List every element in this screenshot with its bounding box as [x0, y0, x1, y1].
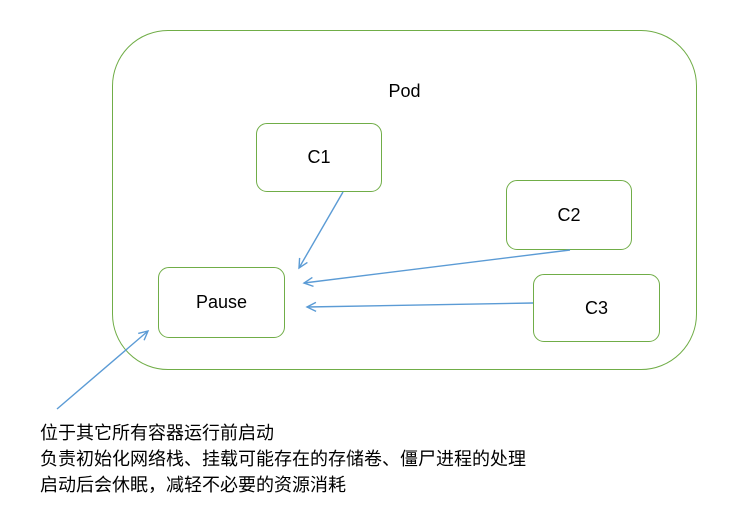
container-node-pause: Pause	[158, 267, 285, 338]
container-node-c1-label: C1	[307, 147, 331, 167]
container-node-c3-label: C3	[584, 297, 608, 318]
annotation-line-3: 启动后会休眠，减轻不必要的资源消耗	[40, 475, 346, 495]
annotation-line-2: 负责初始化网络栈、挂载可能存在的存储卷、僵尸进程的处理	[40, 449, 526, 469]
container-node-c1: C1	[256, 123, 382, 192]
pause-annotation: 位于其它所有容器运行前启动 负责初始化网络栈、挂载可能存在的存储卷、僵尸进程的处…	[40, 420, 526, 498]
container-node-c3: C3	[533, 274, 660, 342]
annotation-line-1: 位于其它所有容器运行前启动	[40, 423, 274, 443]
pod-label: Pod	[388, 81, 421, 101]
container-node-c2-label: C2	[557, 204, 581, 225]
container-node-pause-label: Pause	[195, 292, 248, 312]
container-node-c2: C2	[506, 180, 632, 250]
pod-boundary	[112, 30, 697, 370]
